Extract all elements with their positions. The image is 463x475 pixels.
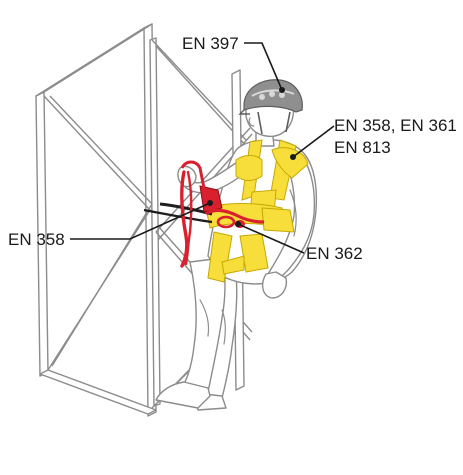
label-harness-standard-line2: EN 813 (334, 138, 391, 157)
callout-harness: EN 358, EN 361 EN 813 (290, 116, 457, 160)
label-connector-standard: EN 362 (306, 244, 363, 263)
callout-helmet: EN 397 (182, 34, 285, 93)
callout-lanyard: EN 358 (8, 200, 213, 249)
label-helmet-standard: EN 397 (182, 34, 239, 53)
helmet (238, 79, 303, 135)
lattice-tower (35, 23, 253, 417)
label-lanyard-standard: EN 358 (8, 230, 65, 249)
callout-connector: EN 362 (235, 221, 363, 263)
label-harness-standard-line1: EN 358, EN 361 (334, 116, 457, 135)
full-body-harness (205, 139, 309, 283)
